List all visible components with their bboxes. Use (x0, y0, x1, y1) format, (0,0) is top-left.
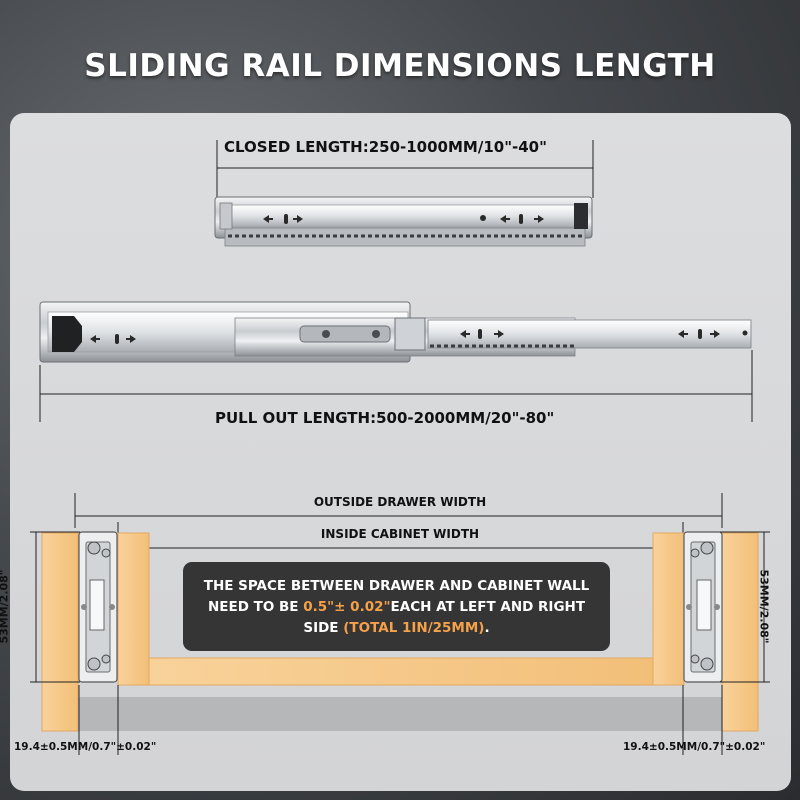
height-label-right: 53MM/2.08" (757, 569, 771, 644)
thickness-label-left: 19.4±0.5MM/0.7"±0.02" (14, 741, 157, 753)
pull-out-rail (39, 301, 752, 363)
height-dimensions (30, 531, 770, 683)
notice-highlight-gap: 0.5"± 0.02" (303, 599, 391, 615)
cabinet-drawer-diagram (41, 532, 759, 732)
height-label-left: 53MM/2.08" (0, 569, 11, 644)
outside-drawer-width-label: OUTSIDE DRAWER WIDTH (313, 495, 487, 509)
closed-length-dimension (216, 140, 594, 198)
closed-length-label: CLOSED LENGTH:250-1000MM/10"-40" (224, 138, 547, 156)
notice-text: THE SPACE BETWEEN DRAWER AND CABINET WAL… (203, 578, 590, 615)
inside-cabinet-width-label: INSIDE CABINET WIDTH (320, 527, 480, 541)
pull-out-length-label: PULL OUT LENGTH:500-2000MM/20"-80" (215, 409, 555, 427)
spacing-notice: THE SPACE BETWEEN DRAWER AND CABINET WAL… (183, 562, 610, 651)
notice-highlight-total: (TOTAL 1IN/25MM) (343, 620, 485, 636)
right-rail-profile (683, 531, 723, 683)
closed-rail (214, 196, 593, 247)
thickness-label-right: 19.4±0.5MM/0.7"±0.02" (623, 741, 766, 753)
width-dimensions (74, 493, 723, 549)
left-rail-profile (78, 531, 118, 683)
thickness-dimensions (78, 685, 723, 755)
page-title: SLIDING RAIL DIMENSIONS LENGTH (84, 48, 716, 84)
notice-text-2: EACH AT LEFT AND RIGHT SIDE (303, 599, 586, 636)
pull-out-length-dimension (39, 350, 753, 422)
notice-text-3: . (484, 620, 490, 636)
